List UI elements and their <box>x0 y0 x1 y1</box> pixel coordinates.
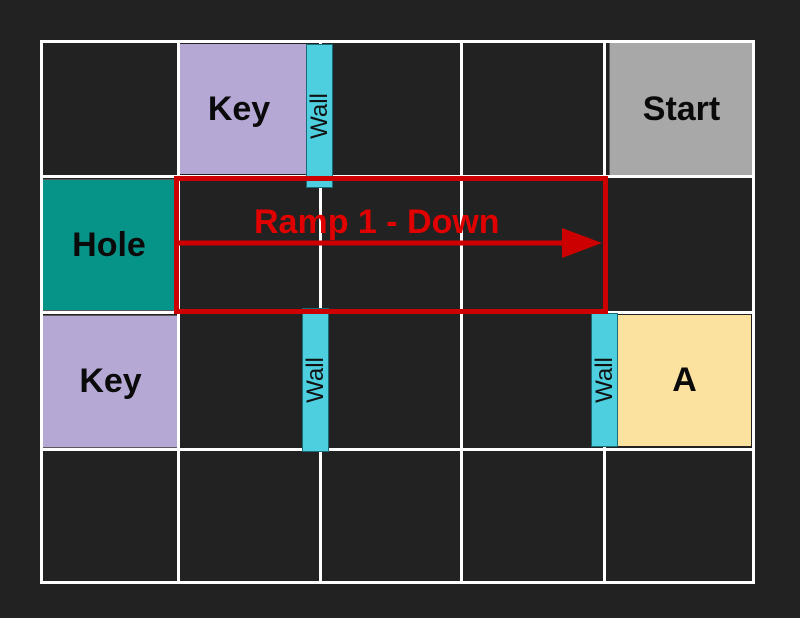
start-tile[interactable]: Start <box>609 42 754 176</box>
hole-tile-label: Hole <box>72 225 146 264</box>
wall-middle[interactable]: Wall <box>302 308 329 452</box>
a-tile-label: A <box>672 361 697 399</box>
key-tile-left[interactable]: Key <box>42 315 179 448</box>
grid-line-horizontal <box>40 581 755 584</box>
wall-right[interactable]: Wall <box>591 313 618 447</box>
key-tile-top[interactable]: Key <box>179 44 307 174</box>
a-tile[interactable]: A <box>618 315 751 446</box>
key-tile-label: Key <box>207 89 271 128</box>
key-tile-label: Key <box>79 362 142 400</box>
start-tile-label: Start <box>642 89 721 128</box>
grid-line-horizontal <box>40 40 755 43</box>
grid-line-horizontal <box>40 448 755 451</box>
wall-top[interactable]: Wall <box>306 44 333 188</box>
ramp-label: Ramp 1 - Down <box>254 203 500 241</box>
